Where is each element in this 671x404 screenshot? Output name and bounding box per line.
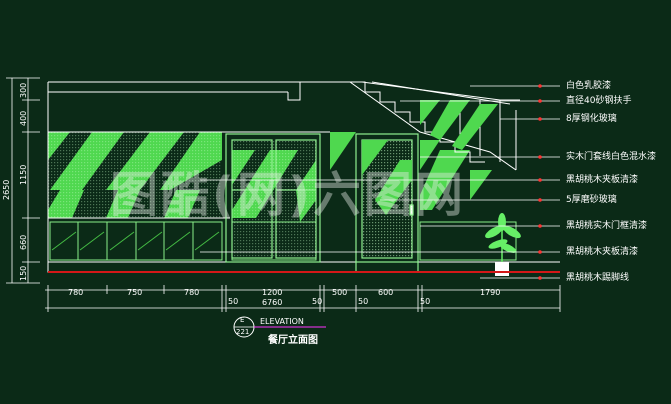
- dim-width: 500: [332, 288, 348, 297]
- callout-label: 直径40砂钢扶手: [566, 96, 632, 106]
- dim-width: 1790: [480, 288, 501, 297]
- callout-label: 5厚磨砂玻璃: [566, 195, 617, 205]
- dim-width: 600: [378, 288, 394, 297]
- callout-label: 黑胡桃木夹板清漆: [566, 175, 639, 185]
- dim-gap: 50: [312, 297, 323, 306]
- horizontal-dimension-lines: [45, 285, 561, 312]
- callout-label: 黑胡桃木踢脚线: [566, 273, 630, 283]
- callout-leaders: [200, 85, 560, 279]
- glass-railing-hatch: [420, 100, 498, 150]
- callout-label: 黑胡桃木夹板清漆: [566, 247, 639, 257]
- dim-height: 150: [19, 265, 28, 281]
- title-english: ELEVATION: [260, 317, 304, 326]
- title-chinese: 餐厅立面图: [268, 335, 318, 346]
- title-code-bottom: 221: [236, 328, 250, 336]
- dim-height: 1150: [19, 164, 28, 185]
- dim-gap: 50: [420, 297, 431, 306]
- callout-label: 白色乳胶漆: [566, 81, 612, 91]
- dim-height: 300: [19, 82, 28, 98]
- dim-width: 750: [127, 288, 143, 297]
- callout-label: 8厚钢化玻璃: [566, 114, 617, 124]
- callout-label: 实木门套线白色混水漆: [566, 152, 657, 162]
- title-code-top: E: [240, 316, 245, 324]
- dim-total-height: 2650: [2, 179, 11, 200]
- callout-label: 黑胡桃实木门框清漆: [566, 221, 648, 231]
- dim-gap: 50: [228, 297, 239, 306]
- watermark: 图酷(网)六图网: [110, 167, 466, 223]
- lower-cabinets: [49, 221, 517, 261]
- dim-height: 400: [19, 110, 28, 126]
- callout-markers: [538, 84, 542, 280]
- dim-gap: 50: [358, 297, 369, 306]
- dim-total-width: 6760: [262, 298, 283, 307]
- title-bubble: [233, 316, 326, 338]
- dim-width: 1200: [262, 288, 283, 297]
- dim-width: 780: [184, 288, 200, 297]
- dim-height: 660: [19, 234, 28, 250]
- vertical-dimension-lines: [6, 77, 40, 284]
- dim-width: 780: [68, 288, 84, 297]
